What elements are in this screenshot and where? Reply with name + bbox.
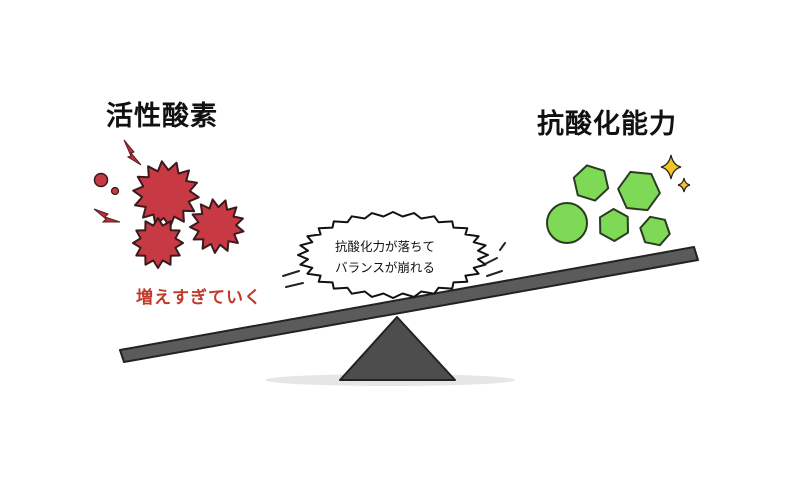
small-dot-large	[93, 172, 109, 188]
fulcrum-triangle	[339, 316, 456, 381]
radical-bottom	[132, 217, 184, 269]
radical-large	[132, 160, 200, 228]
seesaw-beam	[119, 246, 699, 363]
increasing-text: 増えすぎていく	[136, 288, 262, 308]
hexagon-top-right	[617, 170, 661, 212]
speech-bubble	[297, 211, 489, 299]
motion-lines-left	[282, 270, 304, 288]
bubble-line-1: 抗酸化力が落ちて	[334, 239, 435, 254]
lightning-icon	[93, 208, 121, 223]
motion-lines-right	[482, 242, 506, 277]
active-oxygen-label: 活性酸素	[106, 101, 218, 132]
green-circle	[546, 202, 588, 244]
antioxidant-group	[546, 164, 671, 247]
radical-right	[189, 198, 245, 254]
sparkle-icon	[677, 177, 691, 193]
bubble-line-2: バランスが崩れる	[335, 260, 435, 275]
radical-group	[93, 160, 245, 269]
antioxidant-capacity-label: 抗酸化能力	[537, 109, 677, 140]
bubble-text: 抗酸化力が落ちて バランスが崩れる	[310, 236, 460, 278]
hexagon-middle	[599, 208, 629, 242]
hexagon-small	[639, 215, 671, 247]
small-dot-small	[110, 186, 120, 196]
sparkle-icon	[660, 154, 682, 180]
lightning-icon	[123, 139, 142, 166]
hexagon-top-left	[572, 164, 610, 202]
